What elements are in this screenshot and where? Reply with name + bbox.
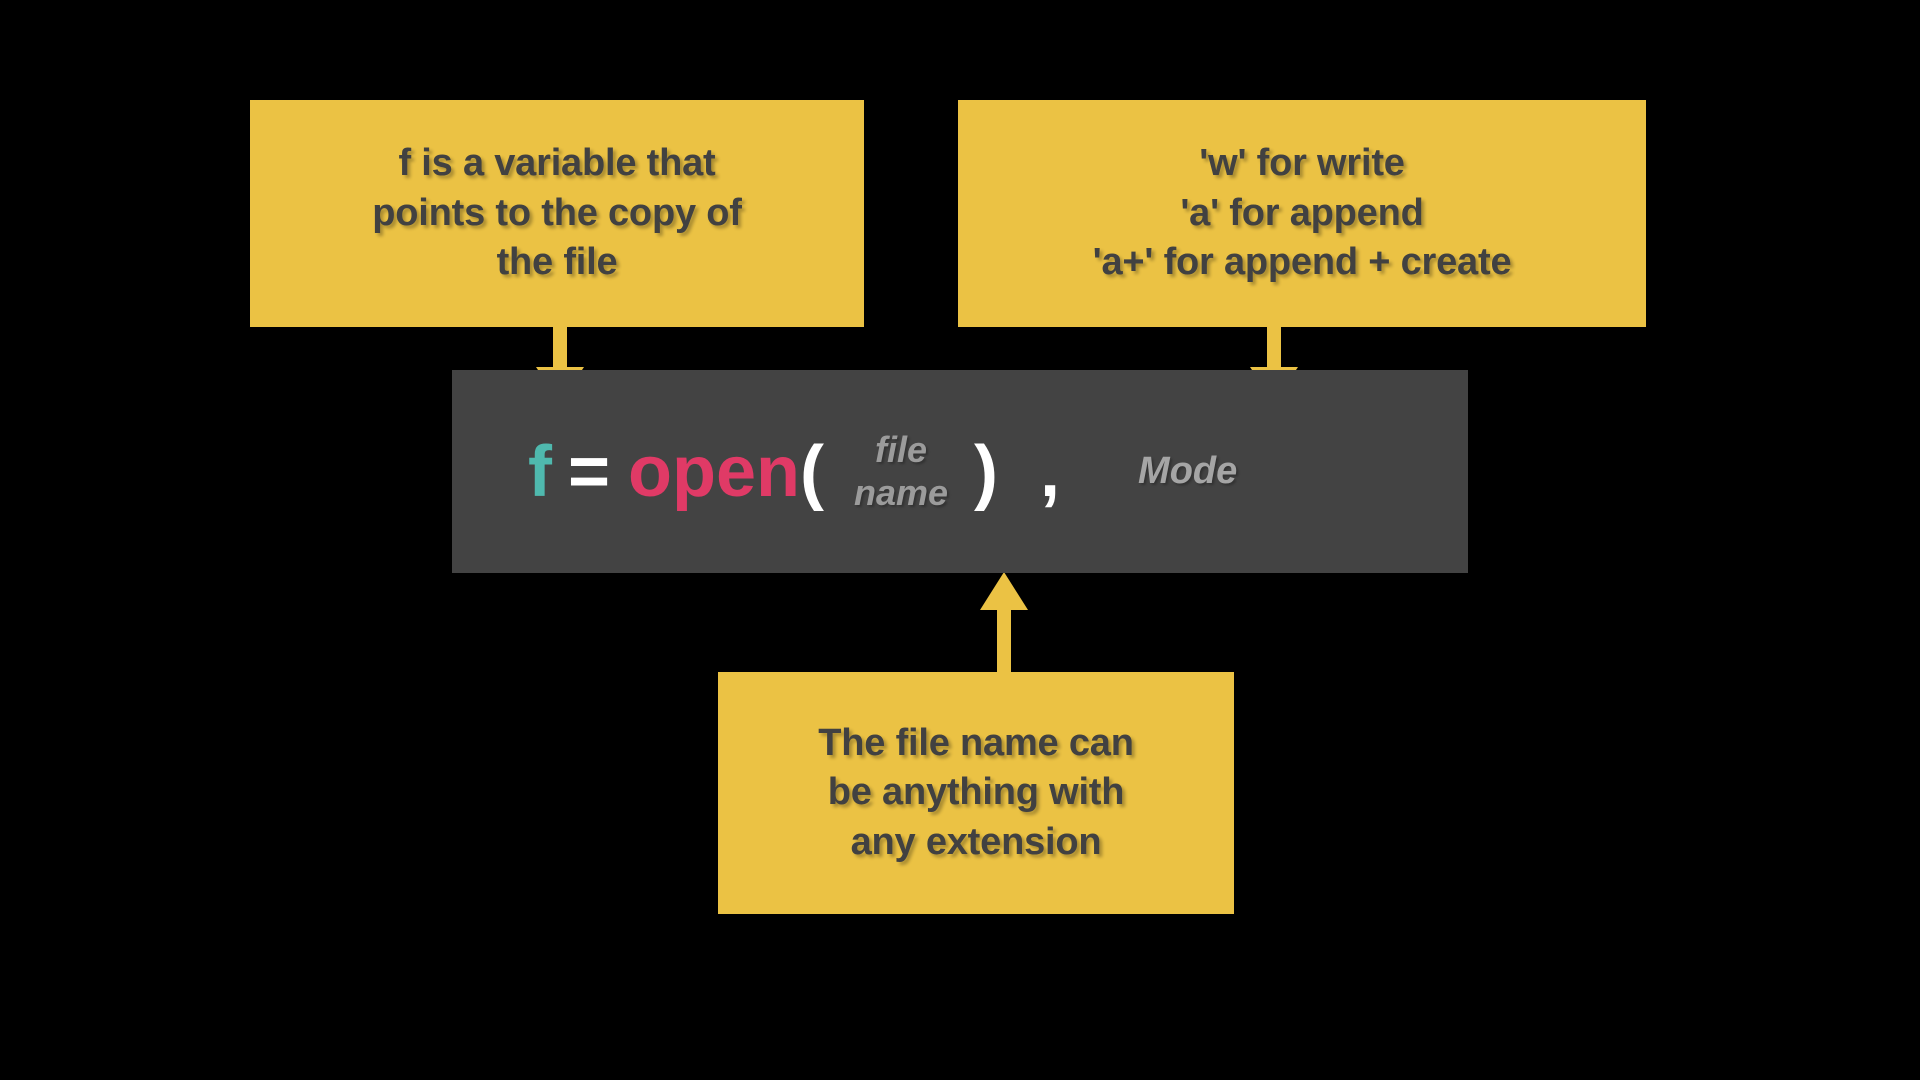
callout-variable: f is a variable that points to the copy … [250, 100, 864, 327]
code-statement: f = open ( file name ) , Mode [528, 429, 1237, 514]
callout-variable-text: f is a variable that points to the copy … [372, 142, 742, 284]
code-token-mode: Mode [1138, 450, 1238, 493]
callout-filename: The file name can be anything with any e… [718, 672, 1234, 914]
code-token-function: open [628, 431, 801, 512]
callout-mode-text: 'w' for write 'a' for append 'a+' for ap… [1092, 142, 1512, 284]
callout-mode: 'w' for write 'a' for append 'a+' for ap… [958, 100, 1646, 327]
code-token-variable: f [528, 431, 552, 512]
arrow-up-icon [968, 572, 1040, 674]
code-token-filename: file name [854, 429, 949, 513]
callout-filename-text: The file name can be anything with any e… [818, 721, 1134, 863]
code-token-equals: = [567, 431, 611, 512]
code-token-close-paren: ) [974, 431, 999, 512]
code-token-open-paren: ( [800, 431, 824, 512]
code-token-comma: , [1040, 431, 1061, 512]
code-panel: f = open ( file name ) , Mode [452, 370, 1468, 573]
